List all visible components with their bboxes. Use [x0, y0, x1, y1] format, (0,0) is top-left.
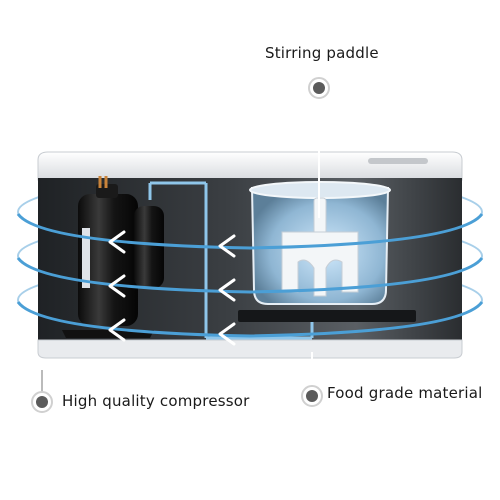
- machine-lid: [37, 151, 463, 181]
- callout-dot-icon: [31, 77, 330, 413]
- callout-compressor: High quality compressor: [62, 392, 250, 410]
- callout-food-grade: Food grade material: [327, 384, 483, 402]
- airflow-arcs-front: [16, 213, 484, 338]
- control-strip: [368, 158, 428, 164]
- airflow-arrow-icon: [108, 230, 236, 346]
- compressor: [62, 176, 164, 338]
- bowl-plate: [238, 310, 416, 322]
- callout-stirring-paddle: Stirring paddle: [265, 44, 379, 62]
- machine-base: [37, 339, 463, 359]
